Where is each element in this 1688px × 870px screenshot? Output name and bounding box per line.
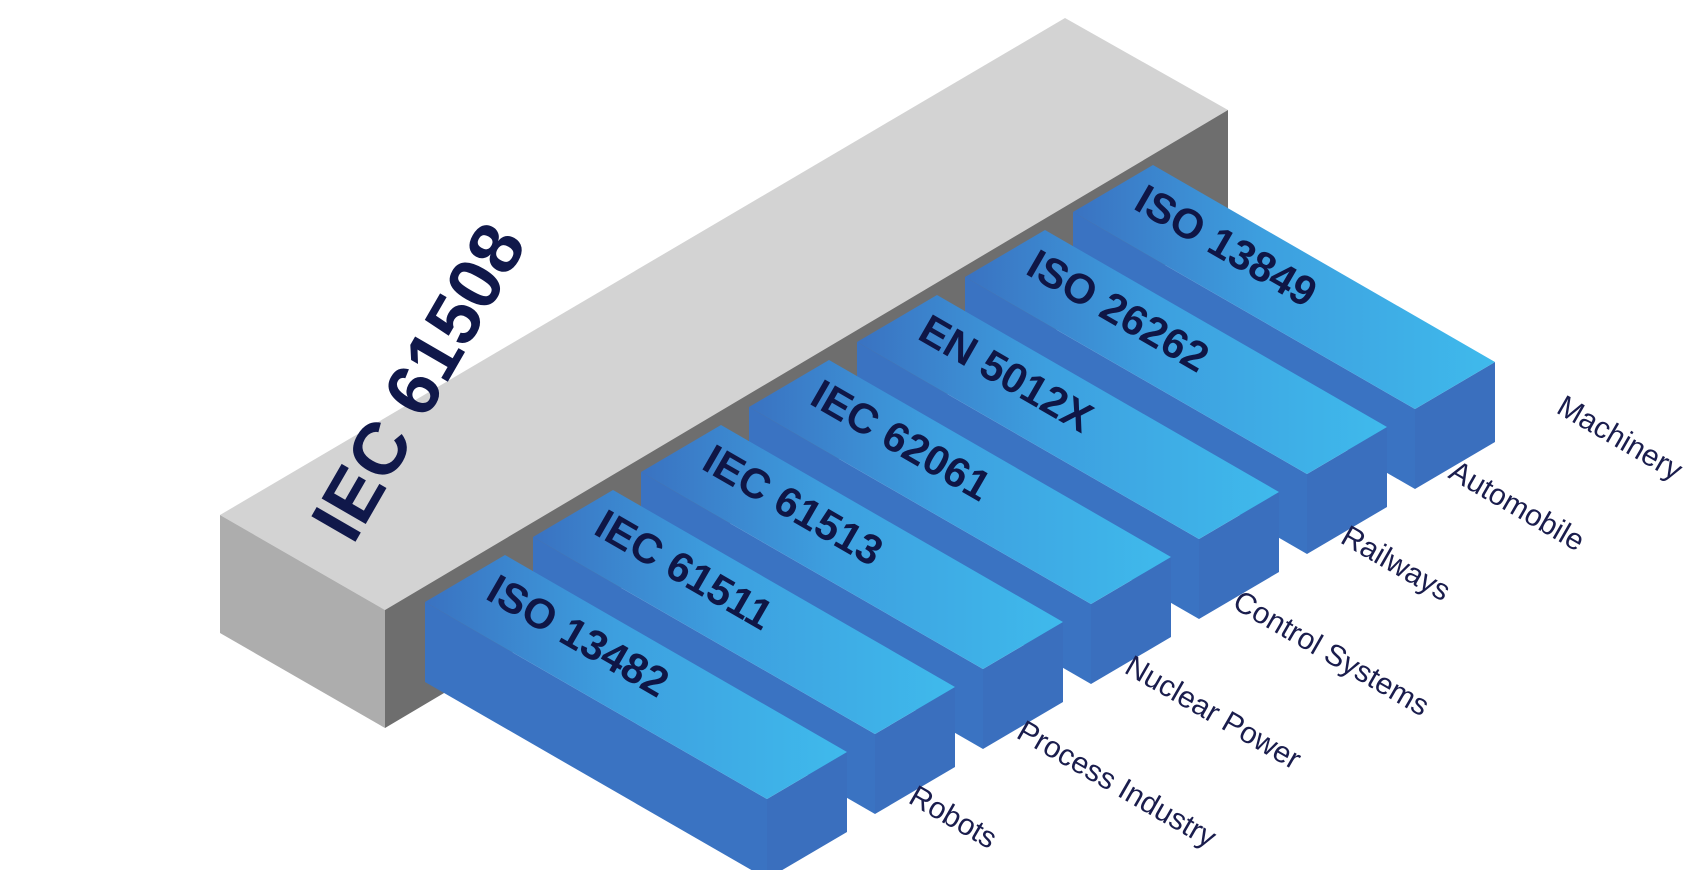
standard-block-top	[857, 295, 1279, 539]
standard-block-top	[965, 230, 1387, 474]
standard-block-side	[425, 602, 767, 870]
standard-block-end	[1091, 557, 1171, 684]
application-domain-label: Nuclear Power	[1120, 649, 1307, 776]
standard-block-end	[1415, 362, 1495, 489]
standard-block-end	[1199, 492, 1279, 619]
base-block-top	[220, 18, 1228, 610]
application-domain-label: Automobile	[1444, 454, 1591, 558]
standard-block-end	[983, 622, 1063, 749]
application-domain-label: Process Industry	[1012, 714, 1222, 854]
standard-block-top	[425, 555, 847, 799]
standard-block-end	[1307, 427, 1387, 554]
standard-block-top	[641, 425, 1063, 669]
application-domain-label: Control Systems	[1228, 584, 1435, 722]
standard-block-top	[749, 360, 1171, 604]
application-domain-label: Machinery	[1552, 389, 1688, 487]
standard-block-end	[767, 752, 847, 870]
application-domain-label: Robots	[904, 779, 1003, 855]
application-domain-label: Railways	[1336, 519, 1456, 608]
standard-block-top	[533, 490, 955, 734]
standard-block-top	[1073, 165, 1495, 409]
base-block-front	[220, 515, 385, 728]
standard-block-end	[875, 687, 955, 814]
